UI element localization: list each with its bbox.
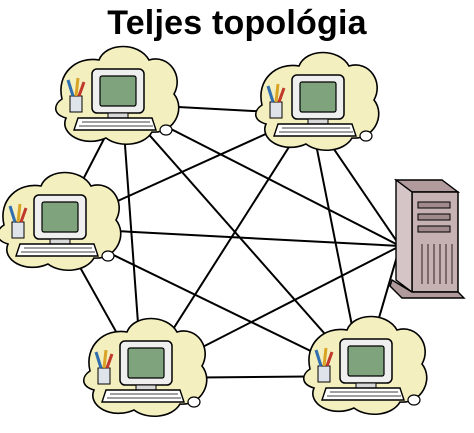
workstation-icon-bottom-left	[82, 317, 209, 418]
workstation-icon-left	[0, 171, 123, 272]
link-line	[121, 103, 363, 377]
workstation-icon-top-right	[254, 51, 381, 152]
page-title: Teljes topológia	[107, 4, 367, 42]
workstation-icon-top-left	[54, 45, 181, 146]
server-icon	[389, 178, 466, 299]
